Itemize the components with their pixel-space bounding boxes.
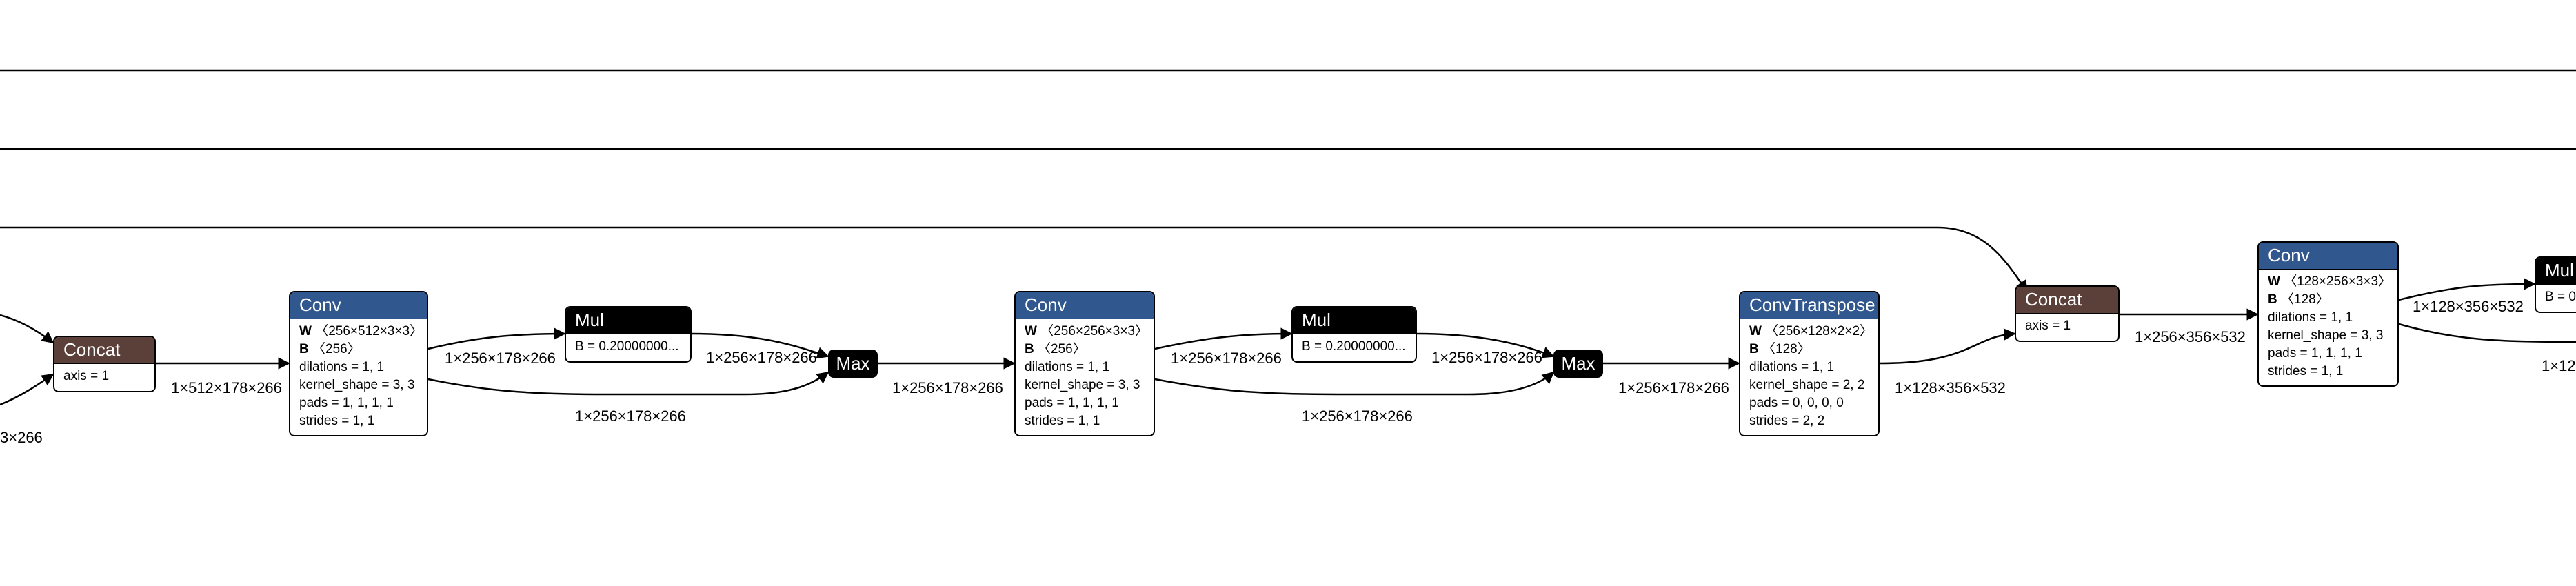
edge-conv1-mul1 xyxy=(427,327,566,350)
mul-node-2[interactable]: Mul B = 0.20000000... xyxy=(1291,306,1417,363)
edge-label: 3×266 xyxy=(0,429,43,446)
edge-conv3-right xyxy=(2398,323,2576,343)
node-title: Mul xyxy=(566,307,690,334)
edge-conv2-mul2 xyxy=(1154,327,1293,350)
node-title: Mul xyxy=(2536,258,2576,284)
node-weight-w: W 〈256×256×3×3〉 xyxy=(1025,324,1149,339)
node-title: Conv xyxy=(1016,292,1154,319)
edge-conv1-max1 xyxy=(427,371,829,396)
node-attr-b: B = 0.20000000... xyxy=(575,339,679,354)
node-attr-kernel-shape: kernel_shape = 3, 3 xyxy=(2268,328,2384,343)
node-title: Conv xyxy=(290,292,427,319)
node-attr-strides: strides = 1, 1 xyxy=(1025,414,1100,428)
node-weight-w: W 〈256×512×3×3〉 xyxy=(299,324,423,339)
node-weight-w: W 〈128×256×3×3〉 xyxy=(2268,274,2392,289)
edge-label: 1×128×356×532 xyxy=(2413,298,2524,315)
node-title: ConvTranspose xyxy=(1740,292,1878,319)
node-attr-axis: axis = 1 xyxy=(2025,319,2071,333)
node-weight-b: B 〈128〉 xyxy=(1749,342,1811,356)
node-attr-strides: strides = 2, 2 xyxy=(1749,414,1825,428)
node-attr-dilations: dilations = 1, 1 xyxy=(299,360,385,374)
edge-label: 1×256×178×266 xyxy=(575,407,686,425)
node-weight-b: B 〈256〉 xyxy=(1025,342,1086,356)
edge-label: 1×256×178×266 xyxy=(706,349,817,366)
node-attr-dilations: dilations = 1, 1 xyxy=(1749,360,1835,374)
mul-node-1[interactable]: Mul B = 0.20000000... xyxy=(565,306,692,363)
node-title: Max xyxy=(836,353,870,374)
node-title: Concat xyxy=(2016,287,2118,313)
node-attr-axis: axis = 1 xyxy=(63,369,110,383)
node-attr-strides: strides = 1, 1 xyxy=(2268,364,2344,378)
node-attr-kernel-shape: kernel_shape = 2, 2 xyxy=(1749,378,1865,392)
node-attr-kernel-shape: kernel_shape = 3, 3 xyxy=(299,378,415,392)
node-attr-pads: pads = 1, 1, 1, 1 xyxy=(299,396,394,410)
convtranspose-node[interactable]: ConvTranspose W 〈256×128×2×2〉 B 〈128〉 di… xyxy=(1739,291,1880,436)
edge-convt-concat2 xyxy=(1879,328,2016,365)
conv-node-3[interactable]: Conv W 〈128×256×3×3〉 B 〈128〉 dilations =… xyxy=(2257,241,2399,387)
concat-node-2[interactable]: Concat axis = 1 xyxy=(2015,285,2120,342)
edge-label: 1×256×178×266 xyxy=(892,379,1003,396)
edge-skip-concat2 xyxy=(0,226,2029,293)
node-attr-b: B = 0 xyxy=(2545,290,2576,304)
node-title: Concat xyxy=(54,337,154,363)
node-attr-dilations: dilations = 1, 1 xyxy=(1025,360,1110,374)
max-node-1[interactable]: Max xyxy=(828,350,878,378)
edge-label: 1×256×356×532 xyxy=(2135,328,2246,345)
max-node-2[interactable]: Max xyxy=(1553,350,1603,378)
edge-label: 1×12 xyxy=(2542,357,2576,374)
edge-in-concat1-top xyxy=(0,314,54,344)
edge-label: 1×256×178×266 xyxy=(445,350,556,367)
conv-node-2[interactable]: Conv W 〈256×256×3×3〉 B 〈256〉 dilations =… xyxy=(1014,291,1155,436)
concat-node-1[interactable]: Concat axis = 1 xyxy=(53,336,156,392)
node-weight-w: W 〈256×128×2×2〉 xyxy=(1749,324,1873,339)
conv-node-1[interactable]: Conv W 〈256×512×3×3〉 B 〈256〉 dilations =… xyxy=(289,291,428,436)
mul-node-3[interactable]: Mul B = 0 xyxy=(2535,256,2576,313)
node-attr-pads: pads = 0, 0, 0, 0 xyxy=(1749,396,1844,410)
node-weight-b: B 〈256〉 xyxy=(299,342,361,356)
node-attr-dilations: dilations = 1, 1 xyxy=(2268,310,2353,325)
node-attr-strides: strides = 1, 1 xyxy=(299,414,375,428)
edge-mul1-max1 xyxy=(691,332,829,359)
edge-label: 1×256×178×266 xyxy=(1618,379,1729,396)
edge-conv2-max2 xyxy=(1154,371,1555,396)
edge-label: 1×512×178×266 xyxy=(171,379,282,396)
node-attr-pads: pads = 1, 1, 1, 1 xyxy=(1025,396,1119,410)
edge-label: 1×256×178×266 xyxy=(1171,350,1282,367)
node-attr-b: B = 0.20000000... xyxy=(1302,339,1406,354)
edge-label: 1×256×178×266 xyxy=(1302,407,1413,425)
edge-label: 1×256×178×266 xyxy=(1431,349,1542,366)
node-title: Conv xyxy=(2259,243,2397,269)
edge-label: 1×128×356×532 xyxy=(1895,379,2006,396)
node-attr-pads: pads = 1, 1, 1, 1 xyxy=(2268,346,2362,361)
edge-mul2-max2 xyxy=(1416,332,1555,358)
node-title: Max xyxy=(1561,353,1596,374)
edge-conv3-mul3 xyxy=(2398,278,2536,301)
node-title: Mul xyxy=(1293,307,1416,334)
node-attr-kernel-shape: kernel_shape = 3, 3 xyxy=(1025,378,1140,392)
node-weight-b: B 〈128〉 xyxy=(2268,292,2329,307)
edge-in-concat1-bottom xyxy=(0,373,54,406)
